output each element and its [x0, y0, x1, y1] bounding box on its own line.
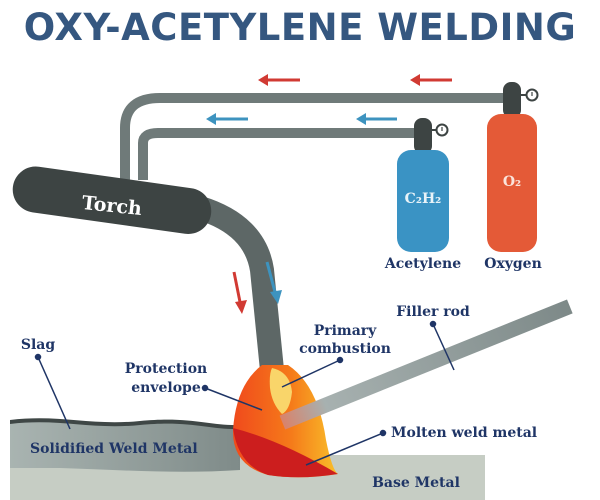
- acetylene-label: Acetylene: [384, 256, 461, 272]
- acetylene-flow-arrow: [206, 113, 248, 125]
- primary-combustion-label-2: combustion: [299, 341, 391, 357]
- torch: [12, 166, 212, 234]
- oxygen-label: Oxygen: [484, 256, 542, 272]
- solidified-weld-metal-label: Solidified Weld Metal: [30, 441, 198, 457]
- oxygen-formula: O₂: [503, 174, 521, 190]
- base-metal-label: Base Metal: [372, 475, 460, 491]
- primary-combustion-cone: [269, 368, 292, 414]
- acetylene-flow-arrow: [356, 113, 397, 125]
- acetylene-cylinder: [397, 118, 449, 252]
- protection-envelope-label-1: Protection: [125, 361, 207, 377]
- protection-envelope-label-2: envelope: [131, 380, 201, 396]
- acetylene-hose: [138, 128, 422, 180]
- acetylene-formula: C₂H₂: [405, 191, 442, 207]
- oxygen-cylinder: [487, 82, 539, 252]
- torch-neck: [196, 196, 284, 372]
- filler-rod-label: Filler rod: [396, 304, 470, 320]
- slag-label: Slag: [21, 337, 56, 353]
- oxygen-hose: [120, 93, 512, 180]
- acetylene-down-arrow: [265, 261, 282, 304]
- slag-layer: [10, 418, 240, 430]
- oxygen-down-arrow: [232, 271, 247, 314]
- primary-combustion-label-1: Primary: [314, 323, 377, 339]
- oxygen-flow-arrow: [410, 74, 452, 86]
- molten-weld-metal-label: Molten weld metal: [391, 425, 537, 441]
- callout-lines: [34, 320, 455, 466]
- molten-weld-pool: [233, 428, 338, 478]
- solidified-weld-metal: [10, 420, 240, 472]
- diagram-title: OXY-ACETYLENE WELDING: [23, 6, 577, 49]
- filler-rod: [279, 299, 573, 430]
- oxygen-flow-arrow: [258, 74, 300, 86]
